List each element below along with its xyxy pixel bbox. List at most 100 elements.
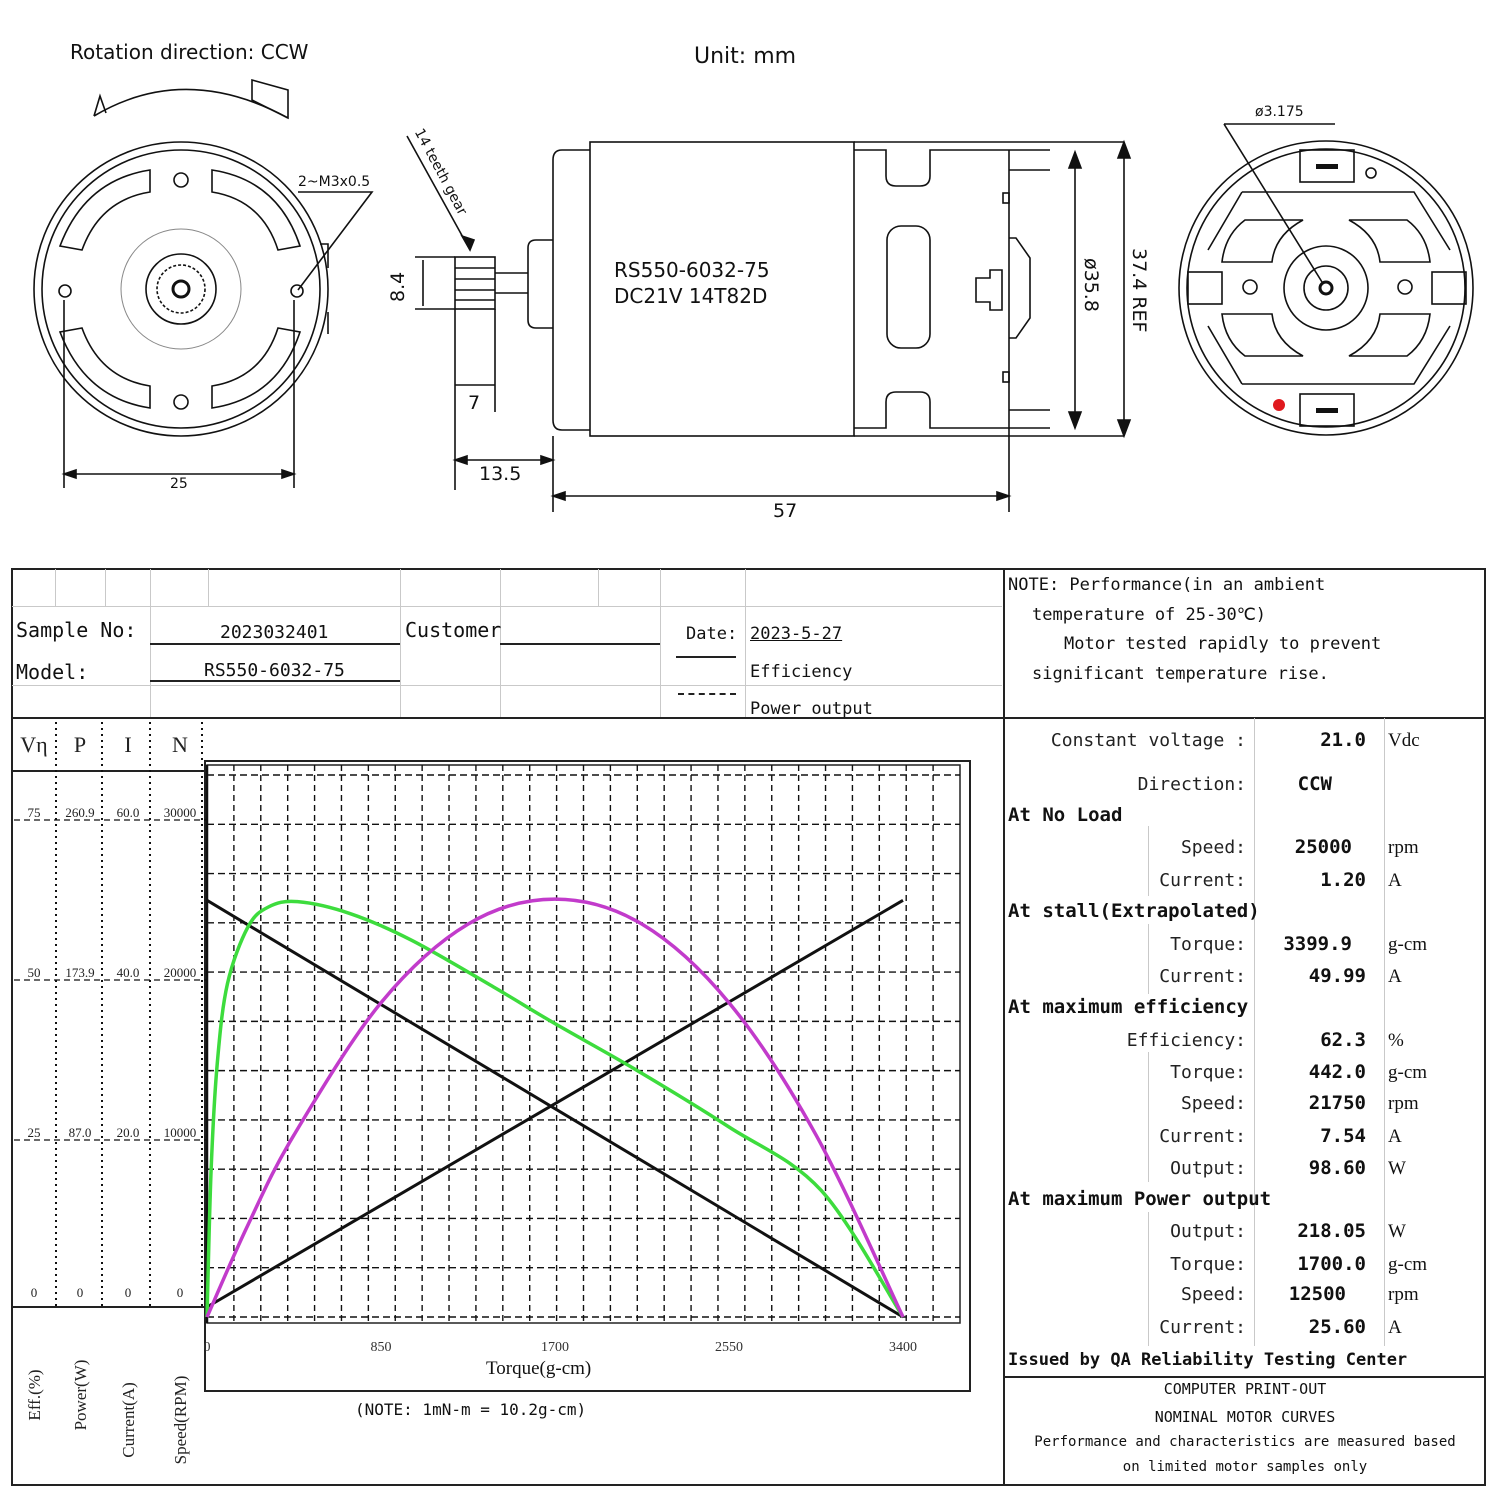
rear-view-end-cap xyxy=(1178,123,1474,436)
spec-unit: A xyxy=(1388,1126,1402,1147)
note-line-3: Motor tested rapidly to prevent xyxy=(1064,634,1382,654)
spec-unit: rpm xyxy=(1388,837,1419,858)
footer-line-1: COMPUTER PRINT-OUT xyxy=(1163,1380,1327,1398)
spec-label: Speed: xyxy=(1180,1093,1246,1114)
torque-conversion-note: (NOTE: 1mN-m = 10.2g-cm) xyxy=(355,1400,587,1419)
spec-value: 3399.9 xyxy=(1283,933,1352,955)
series-power-output xyxy=(205,897,905,1318)
date-label: Date: xyxy=(686,624,738,644)
spec-direction: Direction: CCW xyxy=(1006,770,1482,802)
spec-label: Speed: xyxy=(1180,837,1246,858)
spec-maxpower-current: Current: 25.60 A xyxy=(1006,1313,1482,1345)
spec-value: 442.0 xyxy=(1308,1061,1366,1083)
spec-label: Speed: xyxy=(1180,1284,1246,1305)
x-tick-label: 3400 xyxy=(889,1340,917,1355)
rotation-arrow-icon xyxy=(93,78,289,120)
spec-value: 1700.0 xyxy=(1297,1253,1366,1275)
axis-title: Current(A) xyxy=(119,1382,138,1458)
front-view-end-cap xyxy=(33,141,374,488)
legend-power-label: Power output xyxy=(750,699,873,719)
x-tick-label: 850 xyxy=(371,1340,392,1355)
spec-label: Current: xyxy=(1159,1317,1246,1338)
spec-label: Direction: xyxy=(1137,774,1246,795)
axis-tick-label: 50 xyxy=(28,965,41,980)
axis-tick-label: 10000 xyxy=(164,1125,197,1140)
axis-title: Eff.(%) xyxy=(25,1369,44,1420)
spec-constant-voltage: Constant voltage : 21.0 Vdc xyxy=(1006,726,1482,758)
note-line-1: NOTE: Performance(in an ambient xyxy=(1008,575,1326,595)
dim-shaft-length: 13.5 xyxy=(479,463,522,485)
axis-header-I: I xyxy=(124,732,131,757)
axis-tick-label: 0 xyxy=(77,1285,84,1300)
polarity-marker-icon xyxy=(1273,399,1285,411)
spec-value: 21750 xyxy=(1308,1092,1366,1114)
footer-line-4: on limited motor samples only xyxy=(1122,1459,1368,1475)
axis-header-N: N xyxy=(172,732,188,757)
spec-label: Current: xyxy=(1159,870,1246,891)
spec-label: Output: xyxy=(1170,1221,1246,1242)
customer-label: Customer xyxy=(405,618,502,642)
shaft-diameter-callout: ø3.175 xyxy=(1255,104,1304,120)
spec-value: 98.60 xyxy=(1308,1157,1366,1179)
note-line-2: temperature of 25-30℃) xyxy=(1032,605,1267,625)
axis-tick-label: 0 xyxy=(31,1285,38,1300)
axis-title: Speed(RPM) xyxy=(171,1376,190,1465)
spec-maxpower-output: Output: 218.05 W xyxy=(1006,1217,1482,1249)
spec-maxeff-output: Output: 98.60 W xyxy=(1006,1154,1482,1186)
section-stall: At stall(Extrapolated) xyxy=(1008,900,1260,922)
model-label: Model: xyxy=(16,660,89,684)
note-line-4: significant temperature rise. xyxy=(1032,664,1329,684)
axis-header-Vη: Vη xyxy=(20,732,47,757)
motor-model-line1: RS550-6032-75 xyxy=(614,258,770,282)
spec-value: CCW xyxy=(1297,773,1332,795)
spec-value: 25000 xyxy=(1294,836,1352,858)
spec-value: 62.3 xyxy=(1320,1029,1366,1051)
sample-no-value: 2023032401 xyxy=(220,622,329,643)
spec-maxeff-current: Current: 7.54 A xyxy=(1006,1122,1482,1154)
model-value: RS550-6032-75 xyxy=(204,660,345,681)
spec-value: 49.99 xyxy=(1308,965,1366,987)
spec-unit: Vdc xyxy=(1388,730,1420,751)
spec-maxeff-torque: Torque: 442.0 g-cm xyxy=(1006,1058,1482,1090)
spec-value: 218.05 xyxy=(1297,1220,1366,1242)
spec-label: Torque: xyxy=(1170,1062,1246,1083)
spec-unit: A xyxy=(1388,1317,1402,1338)
spec-maxpower-torque: Torque: 1700.0 g-cm xyxy=(1006,1250,1482,1282)
hole-callout-label: 2~M3x0.5 xyxy=(298,174,371,190)
spec-unit: g-cm xyxy=(1388,1254,1428,1275)
axis-tick-label: 0 xyxy=(125,1285,132,1300)
spec-label: Torque: xyxy=(1170,1254,1246,1275)
footer-line-3: Performance and characteristics are meas… xyxy=(1034,1434,1456,1450)
motor-technical-drawing xyxy=(33,78,1474,512)
chart-outer-frame xyxy=(204,760,971,1392)
spec-value: 12500 xyxy=(1288,1283,1346,1305)
series-efficiency xyxy=(205,899,905,1318)
axis-tick-label: 0 xyxy=(177,1285,184,1300)
axis-tick-label: 20000 xyxy=(164,965,197,980)
dim-gear-width: 7 xyxy=(468,392,481,414)
sample-no-label: Sample No: xyxy=(16,618,137,642)
series-speed xyxy=(206,899,904,1319)
section-max-power: At maximum Power output xyxy=(1008,1188,1272,1210)
dim-hole-spacing: 25 xyxy=(170,476,188,492)
legend-efficiency-label: Efficiency xyxy=(750,662,853,682)
section-max-efficiency: At maximum efficiency xyxy=(1008,996,1249,1018)
axis-tick-label: 20.0 xyxy=(117,1125,140,1140)
spec-unit: g-cm xyxy=(1388,934,1428,955)
spec-stall-current: Current: 49.99 A xyxy=(1006,962,1482,994)
spec-label: Torque: xyxy=(1170,934,1246,955)
spec-unit: W xyxy=(1388,1158,1406,1179)
x-axis-title: Torque(g-cm) xyxy=(486,1358,592,1379)
axis-tick-label: 60.0 xyxy=(117,805,140,820)
spec-no-load-speed: Speed: 25000 rpm xyxy=(1006,833,1482,865)
spec-label: Output: xyxy=(1170,1158,1246,1179)
spec-unit: rpm xyxy=(1388,1093,1419,1114)
side-view-motor-body xyxy=(406,135,1132,512)
series-current xyxy=(206,899,904,1309)
legend-power-swatch xyxy=(678,693,736,695)
spec-unit: W xyxy=(1388,1221,1406,1242)
axis-tick-label: 30000 xyxy=(164,805,197,820)
spec-maxeff-speed: Speed: 21750 rpm xyxy=(1006,1089,1482,1121)
spec-value: 21.0 xyxy=(1320,729,1366,751)
